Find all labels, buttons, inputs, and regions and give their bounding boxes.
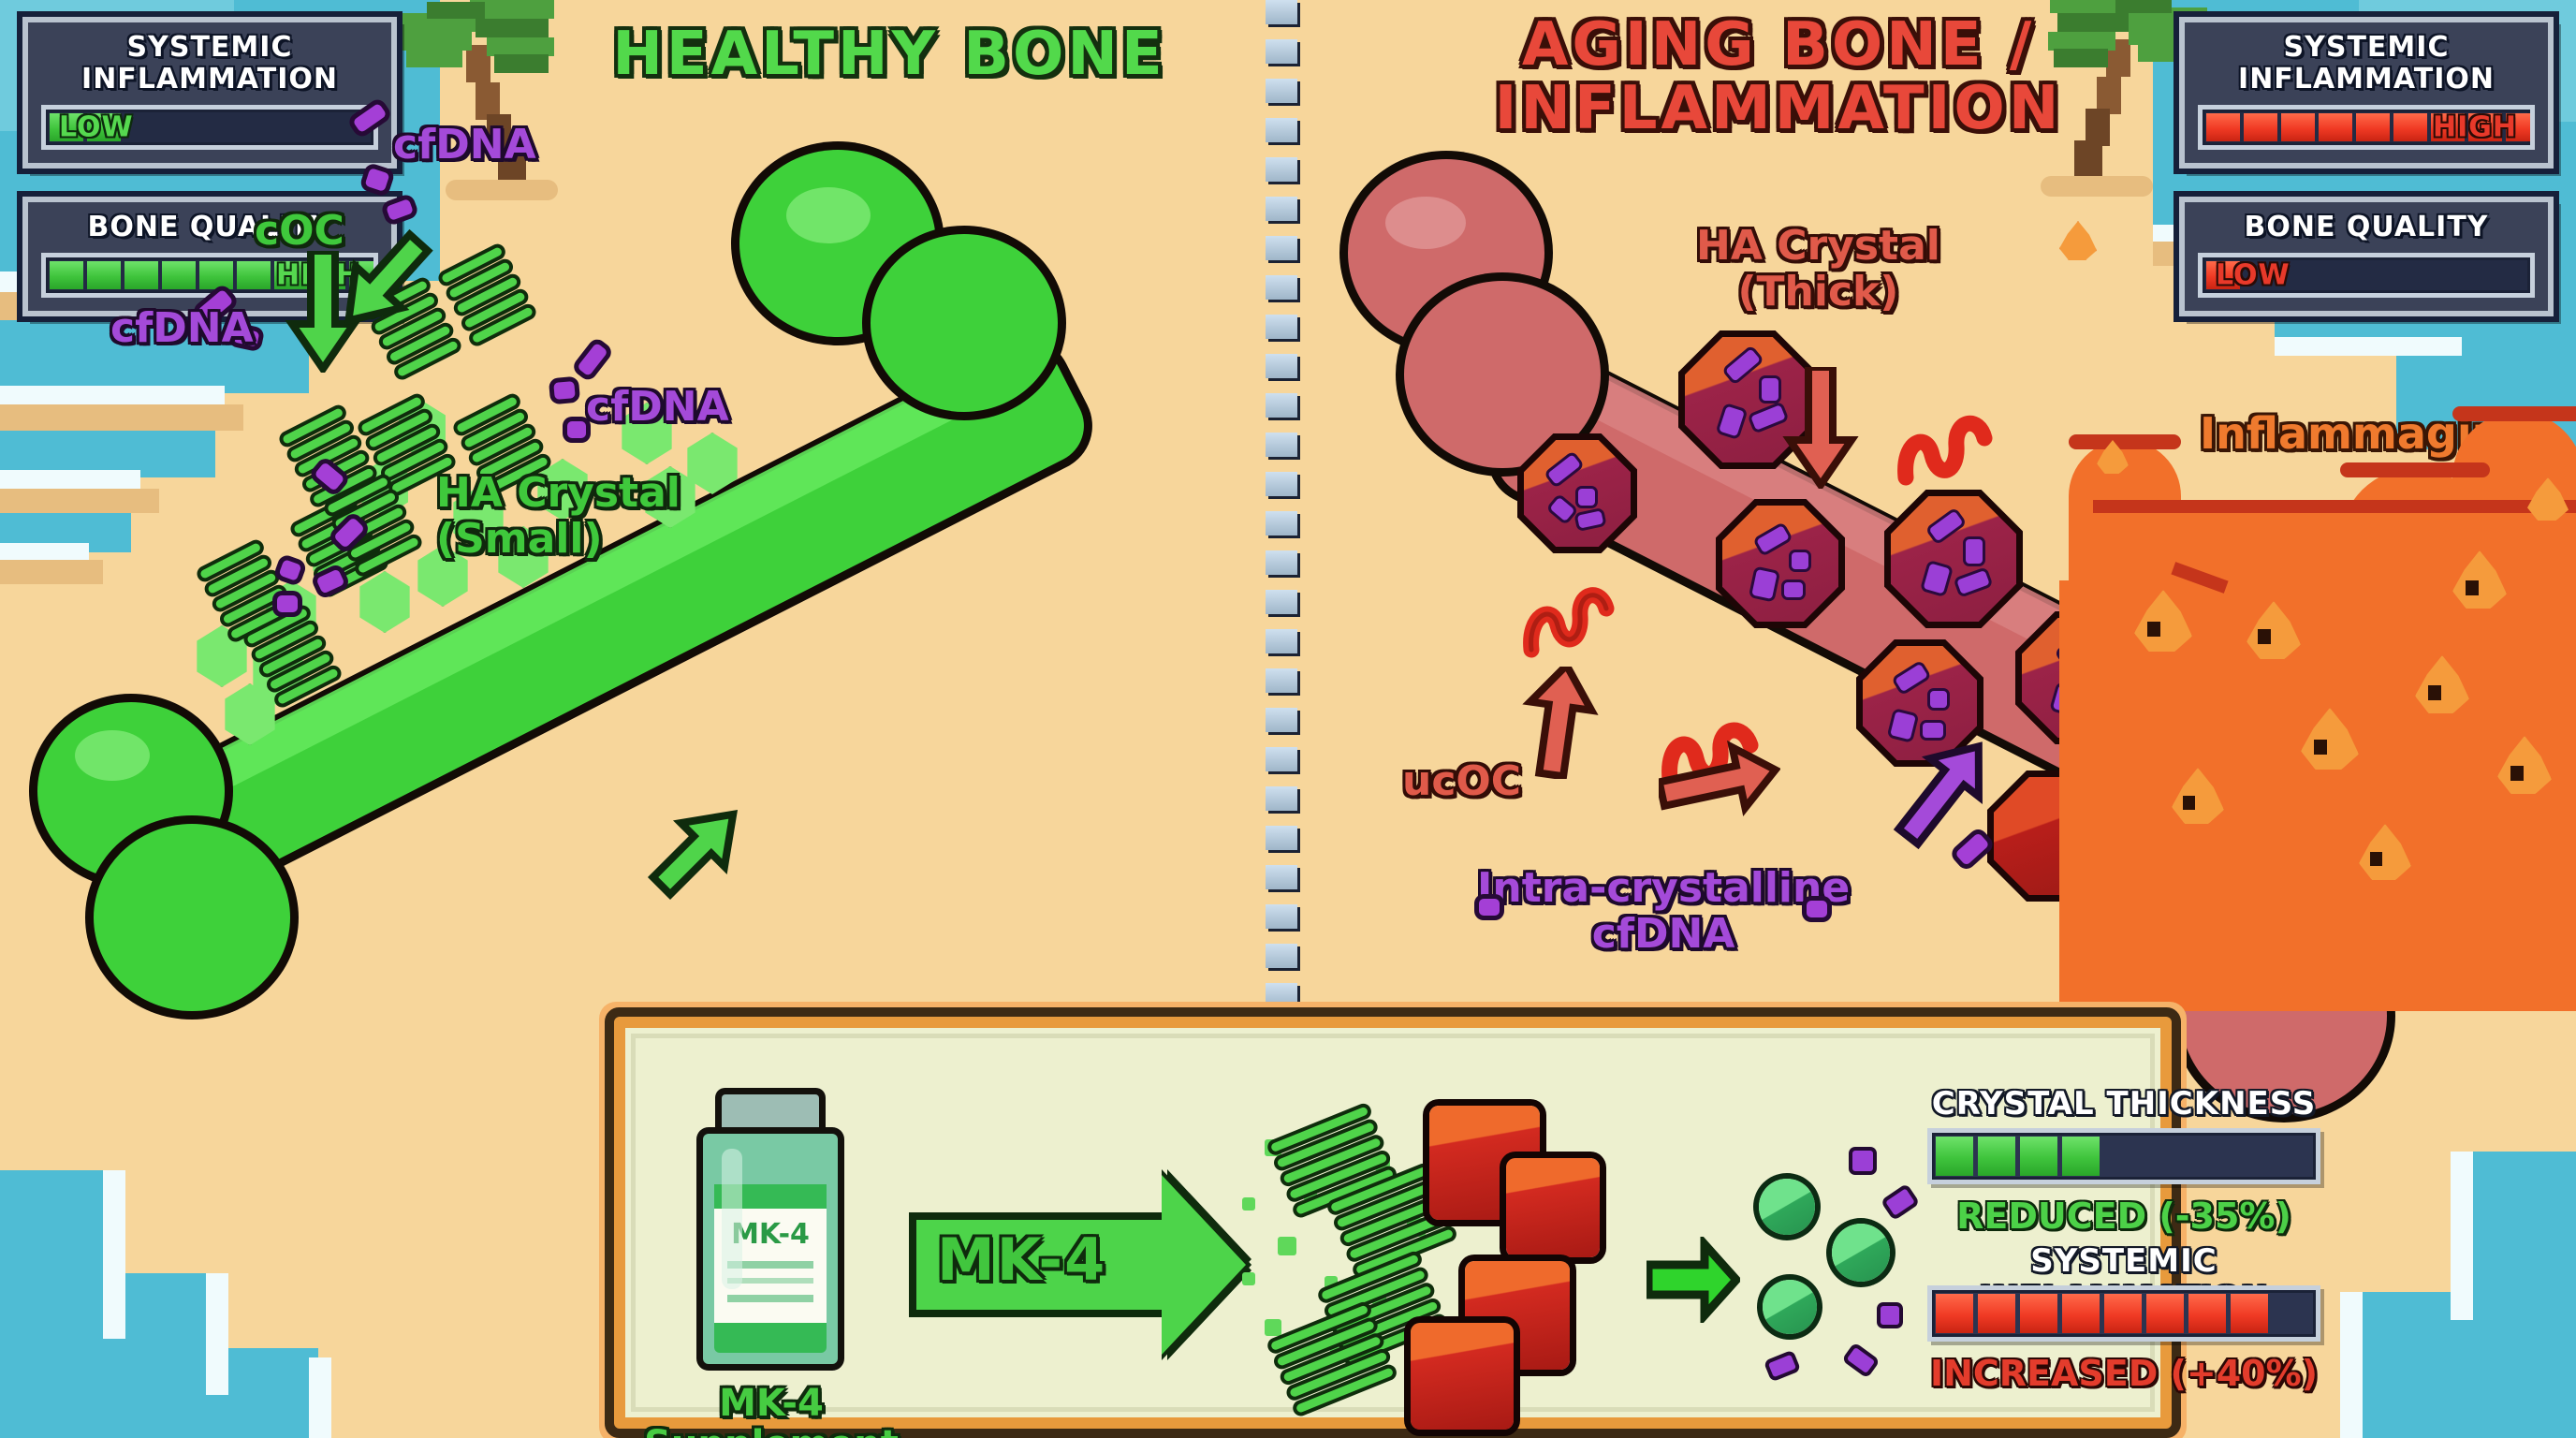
- hud-title: SYSTEMIC INFLAMMATION: [81, 31, 338, 95]
- page-title-aging: AGING BONE / INFLAMMATION: [1494, 10, 2063, 143]
- divider-dash: [1266, 39, 1297, 64]
- page-title-healthy: HEALTHY BONE: [612, 20, 1166, 89]
- status-gauge: [1927, 1128, 2320, 1184]
- label-cfdna-left: cfDNA: [110, 304, 254, 352]
- divider-dash: [1266, 708, 1297, 732]
- bottle-label-text: MK-4: [731, 1218, 810, 1251]
- gauge-segments: [1936, 1294, 2312, 1333]
- divider-dash: [1266, 904, 1297, 929]
- divider-dash: [1266, 315, 1297, 339]
- divider-dash: [1266, 236, 1297, 260]
- arrow-coc-diagonal: [344, 228, 433, 326]
- coc-coil: [440, 246, 538, 353]
- arrow-ucoc-right: [1659, 740, 1780, 817]
- gauge-segments: [2206, 261, 2526, 289]
- hud-title: BONE QUALITY: [87, 211, 332, 243]
- mk4-summary-panel: MK-4 MK-4 Supplement MK-4: [614, 1017, 2320, 1438]
- arrow-ha-crystal-small: [647, 809, 739, 901]
- mk4-bottle-caption: MK-4 Supplement: [644, 1382, 899, 1438]
- arrow-ucoc-up: [1522, 667, 1599, 779]
- palm-tree-right: [2003, 0, 2218, 206]
- mk4-process-arrow: MK-4: [916, 1175, 1253, 1355]
- divider-dash: [1266, 79, 1297, 103]
- divider-dash: [1266, 393, 1297, 418]
- gauge-segments: [1936, 1137, 2312, 1176]
- divider-dash: [1266, 550, 1297, 575]
- divider-dash: [1266, 865, 1297, 889]
- divider-dash: [1266, 511, 1297, 536]
- divider-dash: [1266, 944, 1297, 968]
- divider-dash: [1266, 983, 1297, 1007]
- divider-dash: [1266, 0, 1297, 24]
- status-gauge: [1927, 1285, 2320, 1342]
- palm-tree-left: [373, 0, 588, 212]
- arrow-coc-down: [285, 251, 361, 373]
- label-intra-crystalline-cfdna: Intra-crystalline cfDNA: [1477, 864, 1851, 959]
- label-coc: cOC: [255, 207, 344, 255]
- divider-dash: [1266, 275, 1297, 300]
- mk4-result-arrow: [1647, 1237, 1740, 1323]
- arrow-intra-crystalline-cfdna: [1893, 741, 1983, 850]
- divider-dash: [1266, 433, 1297, 457]
- label-ha-crystal-small: HA Crystal (Small): [436, 469, 681, 564]
- hud-gauge: LOW: [41, 105, 378, 150]
- divider-dash: [1266, 590, 1297, 614]
- gauge-segments: [2206, 113, 2530, 141]
- hud-gauge: LOW: [2198, 253, 2535, 298]
- label-cfdna-mid: cfDNA: [586, 383, 729, 431]
- divider-dash: [1266, 786, 1297, 811]
- gauge-value-label: LOW: [2216, 258, 2291, 292]
- mk4-bottle: MK-4: [690, 1094, 851, 1375]
- gauge-value-label: HIGH: [2432, 110, 2517, 144]
- status-caption: REDUCED (-35%): [1956, 1196, 2291, 1237]
- divider-dash: [1266, 747, 1297, 771]
- hud-title: BONE QUALITY: [2244, 211, 2489, 243]
- gauge-value-label: LOW: [59, 110, 134, 144]
- inflammaging-fire: [2059, 356, 2576, 1011]
- divider-dash: [1266, 157, 1297, 182]
- mk4-coil-crystal-group: [1269, 1104, 1637, 1430]
- status-title: CRYSTAL THICKNESS: [1931, 1085, 2317, 1123]
- divider-dash: [1266, 118, 1297, 142]
- mk4-arrow-label: MK-4: [937, 1225, 1107, 1294]
- label-ucoc: ucOC: [1402, 757, 1522, 805]
- label-cfdna-top-left: cfDNA: [393, 121, 536, 169]
- hud-right-systemic-inflammation: SYSTEMIC INFLAMMATION HIGH: [2179, 17, 2554, 169]
- hud-gauge: HIGH: [2198, 105, 2535, 150]
- status-caption: INCREASED (+40%): [1929, 1353, 2319, 1394]
- divider-dash: [1266, 197, 1297, 221]
- divider-dash: [1266, 668, 1297, 693]
- divider-dash: [1266, 826, 1297, 850]
- panel-divider: [1266, 0, 1297, 1047]
- divider-dash: [1266, 629, 1297, 653]
- gauge-segments: [50, 113, 370, 141]
- label-ha-crystal-thick: HA Crystal (Thick): [1696, 222, 1940, 316]
- hud-left-systemic-inflammation: SYSTEMIC INFLAMMATION LOW: [22, 17, 397, 169]
- hud-right-bone-quality: BONE QUALITY LOW: [2179, 197, 2554, 316]
- arrow-ha-crystal-thick-down: [1782, 367, 1859, 489]
- divider-dash: [1266, 354, 1297, 378]
- hud-title: SYSTEMIC INFLAMMATION: [2238, 31, 2495, 95]
- divider-dash: [1266, 472, 1297, 496]
